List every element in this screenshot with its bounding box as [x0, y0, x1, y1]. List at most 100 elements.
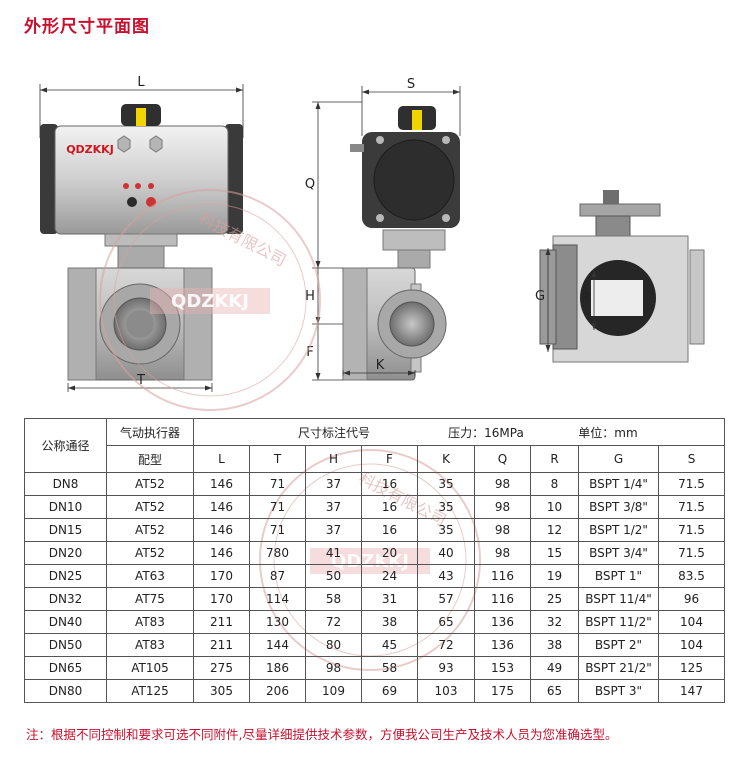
dim-R-label: R	[581, 291, 590, 306]
table-cell: BSPT 3"	[578, 679, 659, 703]
table-cell: 71.5	[658, 472, 725, 496]
table-cell: 275	[193, 656, 250, 680]
table-cell: 72	[305, 610, 362, 634]
table-cell: 98	[474, 472, 531, 496]
table-cell: AT105	[106, 656, 194, 680]
table-cell: AT52	[106, 518, 194, 542]
table-cell: DN8	[24, 472, 107, 496]
table-cell: 31	[361, 587, 418, 611]
table-cell: 45	[361, 633, 418, 657]
table-cell: 71	[249, 495, 306, 519]
col-H: H	[305, 445, 362, 473]
table-cell: 35	[417, 472, 475, 496]
table-cell: 125	[658, 656, 725, 680]
dim-G-label: G	[535, 289, 545, 304]
table-cell: 58	[305, 587, 362, 611]
table-cell: BSPT 1"	[578, 564, 659, 588]
table-cell: 175	[474, 679, 531, 703]
table-cell: 71	[249, 472, 306, 496]
table-cell: BSPT 11/4"	[578, 587, 659, 611]
table-cell: 72	[417, 633, 475, 657]
unit-label: 单位：mm	[578, 425, 638, 440]
table-cell: 15	[530, 541, 579, 565]
table-cell: 71.5	[658, 495, 725, 519]
table-cell: 25	[530, 587, 579, 611]
table-cell: AT52	[106, 495, 194, 519]
table-cell: 96	[658, 587, 725, 611]
table-cell: AT75	[106, 587, 194, 611]
col-K: K	[417, 445, 475, 473]
table-cell: 146	[193, 541, 250, 565]
col-nominal: 公称通径	[24, 418, 107, 473]
front-view: L QDZKKJ T	[39, 75, 244, 392]
table-cell: 116	[474, 587, 531, 611]
footnote: 注：根据不同控制和要求可选不同附件,尽量详细提供技术参数，方便我公司生产及技术人…	[26, 727, 618, 742]
table-cell: DN25	[24, 564, 107, 588]
spec-table: 公称通径 气动执行器 尺寸标注代号 压力：16MPa 单位：mm 配型 L T …	[24, 418, 725, 703]
table-cell: 71	[249, 518, 306, 542]
table-cell: BSPT 3/4"	[578, 541, 659, 565]
dim-Q-label: Q	[305, 177, 315, 192]
table-cell: 83.5	[658, 564, 725, 588]
table-cell: 211	[193, 633, 250, 657]
table-cell: DN10	[24, 495, 107, 519]
table-cell: DN40	[24, 610, 107, 634]
table-cell: 37	[305, 518, 362, 542]
table-cell: DN15	[24, 518, 107, 542]
side-view: S Q H F K	[305, 77, 461, 381]
table-cell: 153	[474, 656, 531, 680]
table-cell: 19	[530, 564, 579, 588]
table-cell: 69	[361, 679, 418, 703]
col-Q: Q	[474, 445, 531, 473]
dim-L-label: L	[137, 75, 145, 90]
table-cell: 206	[249, 679, 306, 703]
table-cell: AT63	[106, 564, 194, 588]
table-header-row-2: 配型 L T H F K Q R G S	[25, 445, 725, 473]
dim-F-label: F	[306, 345, 313, 360]
table-cell: 32	[530, 610, 579, 634]
table-cell: 38	[530, 633, 579, 657]
table-cell: 93	[417, 656, 475, 680]
table-cell: 130	[249, 610, 306, 634]
table-cell: 109	[305, 679, 362, 703]
col-actuator-2: 配型	[106, 445, 194, 473]
dimension-drawing: L QDZKKJ T S	[0, 40, 750, 410]
table-cell: 780	[249, 541, 306, 565]
dim-title: 尺寸标注代号	[297, 425, 370, 440]
col-G: G	[578, 445, 659, 473]
table-cell: 24	[361, 564, 418, 588]
table-cell: AT83	[106, 610, 194, 634]
table-cell: BSPT 1/4"	[578, 472, 659, 496]
table-cell: DN65	[24, 656, 107, 680]
table-cell: 65	[417, 610, 475, 634]
col-R: R	[530, 445, 579, 473]
table-cell: BSPT 1/2"	[578, 518, 659, 542]
table-cell: 146	[193, 495, 250, 519]
table-cell: 146	[193, 518, 250, 542]
table-cell: AT52	[106, 472, 194, 496]
table-cell: 98	[474, 495, 531, 519]
table-cell: AT125	[106, 679, 194, 703]
table-cell: 37	[305, 495, 362, 519]
table-cell: 40	[417, 541, 475, 565]
table-cell: DN80	[24, 679, 107, 703]
table-cell: DN50	[24, 633, 107, 657]
col-F: F	[361, 445, 418, 473]
table-cell: 43	[417, 564, 475, 588]
pressure-label: 压力：16MPa	[448, 425, 524, 440]
table-cell: 57	[417, 587, 475, 611]
table-cell: 38	[361, 610, 418, 634]
table-cell: DN32	[24, 587, 107, 611]
section-view: G R	[535, 190, 705, 363]
table-cell: 170	[193, 587, 250, 611]
